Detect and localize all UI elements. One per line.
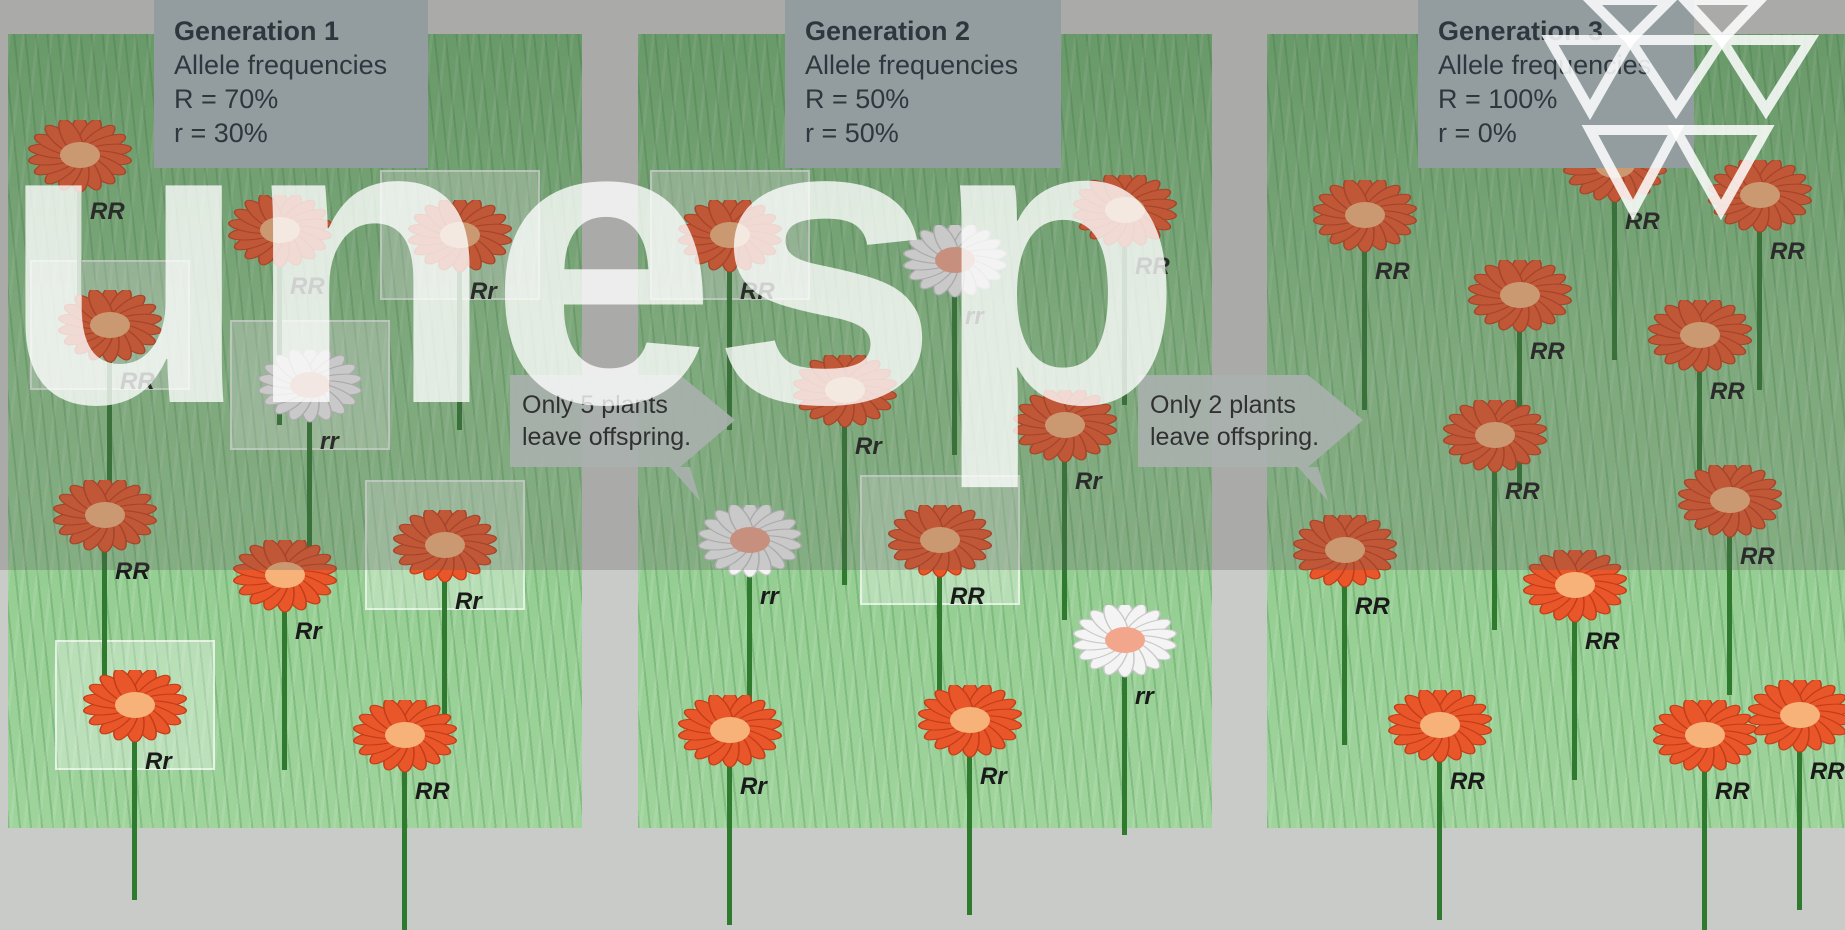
orange-flower: RR bbox=[1515, 550, 1635, 780]
unesp-logo-icon bbox=[1490, 0, 1845, 230]
orange-flower: Rr bbox=[75, 670, 195, 900]
orange-flower: Rr bbox=[225, 540, 345, 770]
orange-flower: RR bbox=[1380, 690, 1500, 920]
white-flower: rr bbox=[1065, 605, 1185, 835]
genotype-label: RR bbox=[1585, 628, 1620, 656]
orange-flower: RR bbox=[1740, 680, 1845, 910]
genotype-label: Rr bbox=[980, 763, 1007, 791]
genotype-label: RR bbox=[1810, 758, 1845, 786]
genotype-label: RR bbox=[1355, 593, 1390, 621]
genotype-label: rr bbox=[760, 583, 779, 611]
genotype-label: RR bbox=[950, 583, 985, 611]
genotype-label: RR bbox=[415, 778, 450, 806]
genotype-label: rr bbox=[1135, 683, 1154, 711]
genotype-label: Rr bbox=[295, 618, 322, 646]
orange-flower: Rr bbox=[910, 685, 1030, 915]
genotype-label: RR bbox=[1375, 258, 1410, 286]
genotype-label: RR bbox=[1740, 543, 1775, 571]
orange-flower: RR bbox=[1670, 465, 1790, 695]
genotype-label: RR bbox=[115, 558, 150, 586]
unesp-watermark: unesp bbox=[0, 55, 1177, 465]
genotype-label: RR bbox=[1770, 238, 1805, 266]
orange-flower: RR bbox=[345, 700, 465, 930]
genotype-label: Rr bbox=[740, 773, 767, 801]
genotype-label: RR bbox=[1450, 768, 1485, 796]
genotype-label: Rr bbox=[145, 748, 172, 776]
orange-flower: Rr bbox=[670, 695, 790, 925]
genotype-label: RR bbox=[1505, 478, 1540, 506]
genotype-label: RR bbox=[1710, 378, 1745, 406]
genotype-label: Rr bbox=[455, 588, 482, 616]
